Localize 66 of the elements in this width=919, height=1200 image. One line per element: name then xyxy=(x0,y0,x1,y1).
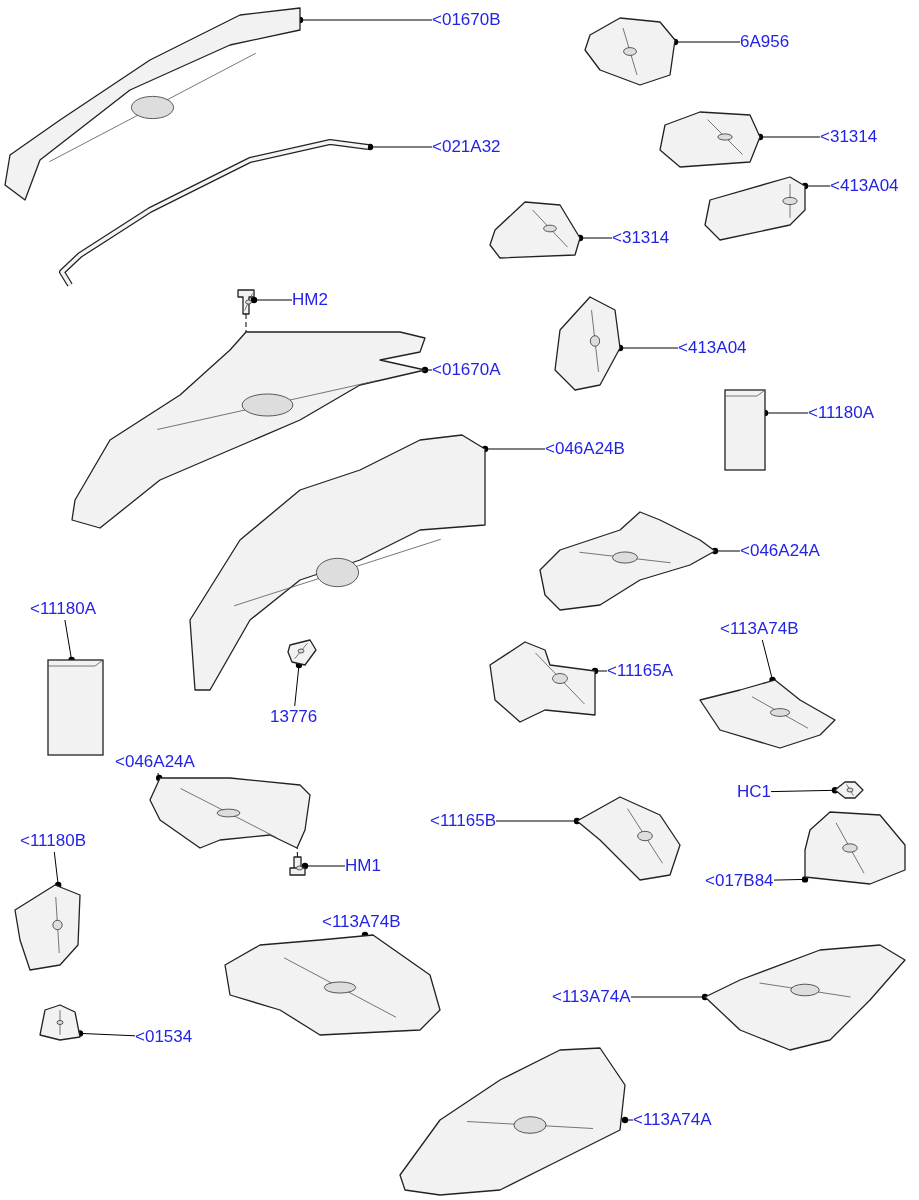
car-part-drawing xyxy=(490,200,580,260)
car-part-drawing xyxy=(660,112,760,167)
part-number-label: <413A04 xyxy=(678,337,747,359)
car-part-drawing xyxy=(585,15,675,85)
car-part-drawing xyxy=(15,885,80,970)
leader-line xyxy=(630,993,709,1001)
part-number-label: <413A04 xyxy=(830,175,899,197)
assembly-line xyxy=(245,313,247,333)
part-number-label: <021A32 xyxy=(432,136,501,158)
part-number-label: <113A74B xyxy=(322,911,401,933)
part-number-label: HC1 xyxy=(737,781,771,803)
part-number-label: <01670A xyxy=(432,359,501,381)
car-part-drawing xyxy=(700,680,835,750)
part-number-label: <31314 xyxy=(820,126,878,148)
leader-line xyxy=(250,296,293,304)
assembly-line xyxy=(296,847,298,858)
leader-line xyxy=(621,1116,634,1124)
foam-block-drawing xyxy=(725,390,765,470)
part-number-label: <01670B xyxy=(432,9,501,31)
foam-block-drawing xyxy=(48,660,103,755)
leader-line xyxy=(156,772,163,782)
leader-line xyxy=(711,547,741,555)
leader-line xyxy=(481,445,546,453)
leader-line xyxy=(53,851,62,889)
part-number-label: <113A74A xyxy=(633,1109,712,1131)
car-part-drawing xyxy=(190,435,485,690)
car-part-drawing xyxy=(555,295,620,390)
part-number-label: HM1 xyxy=(345,855,381,877)
part-number-label: <017B84 xyxy=(705,870,774,892)
leader-line xyxy=(366,143,433,151)
car-part-drawing xyxy=(288,640,316,665)
part-number-label: <11180A xyxy=(808,402,875,424)
leader-line xyxy=(770,787,839,794)
car-part-drawing xyxy=(238,290,254,314)
car-part-drawing xyxy=(835,782,863,798)
part-number-label: <11165B xyxy=(430,810,497,832)
part-number-label: <113A74A xyxy=(552,986,631,1008)
car-part-drawing xyxy=(577,795,680,880)
car-part-drawing xyxy=(70,332,425,530)
part-number-label: <046A24B xyxy=(545,438,625,460)
leader-line xyxy=(301,862,346,870)
part-number-label: <113A74B xyxy=(720,618,799,640)
part-number-label: 13776 xyxy=(270,706,318,728)
part-number-label: <046A24A xyxy=(115,751,195,773)
part-number-label: <11180B xyxy=(20,830,87,852)
leader-line xyxy=(421,366,433,374)
car-part-drawing xyxy=(40,1005,80,1040)
leader-line xyxy=(773,876,809,883)
car-part-drawing xyxy=(540,510,715,610)
part-number-label: <11165A xyxy=(607,660,674,682)
part-number-label: <11180A xyxy=(30,598,97,620)
leader-line xyxy=(495,817,581,825)
car-part-drawing xyxy=(805,810,908,885)
car-part-drawing xyxy=(290,857,305,875)
part-number-label: <31314 xyxy=(612,227,670,249)
car-part-drawing xyxy=(705,175,805,240)
leader-line xyxy=(591,667,608,675)
car-part-drawing xyxy=(150,778,310,848)
car-part-drawing xyxy=(705,945,905,1050)
part-number-label: HM2 xyxy=(292,289,328,311)
part-number-label: 6A956 xyxy=(740,31,790,53)
part-number-label: <046A24A xyxy=(740,540,820,562)
leader-line xyxy=(801,182,831,190)
car-part-drawing xyxy=(400,1045,625,1195)
leader-line xyxy=(294,661,303,707)
part-number-label: <01534 xyxy=(135,1026,193,1048)
